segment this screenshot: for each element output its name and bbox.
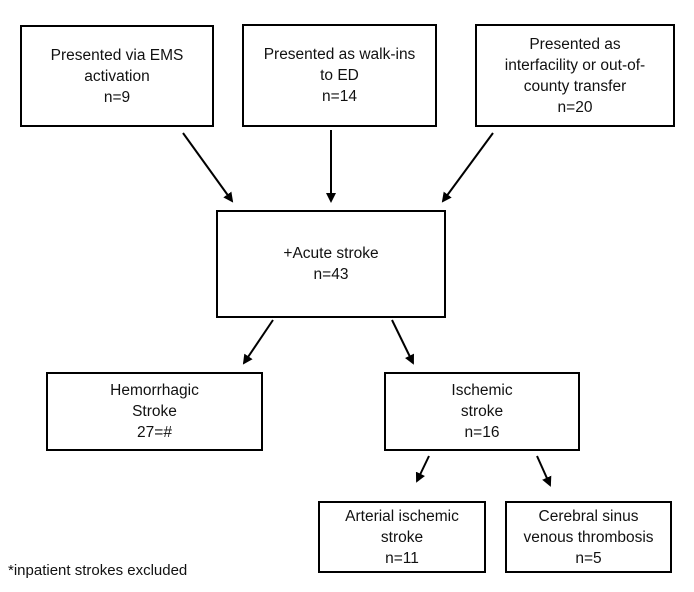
box-acute-line-1: +Acute stroke [283, 245, 379, 262]
box-hemorrhagic-stroke: Hemorrhagic Stroke 27=# [46, 372, 263, 451]
box-ems-line-1: Presented via EMS [50, 46, 184, 64]
box-ems-activation: Presented via EMS activation n=9 [20, 25, 214, 127]
box-transfer: Presented as interfacility or out-of- co… [475, 24, 675, 127]
box-walkin-line-2: to ED [320, 67, 359, 84]
box-arterial-line-1: Arterial ischemic [345, 507, 459, 525]
box-ems-line-2: activation [84, 67, 150, 85]
box-arterial-line-3: n=11 [385, 549, 419, 567]
arrow-ems-to-acute [182, 132, 234, 203]
box-ischemic-line-3: n=16 [464, 424, 500, 441]
box-transfer-line-1: Presented as [529, 35, 621, 53]
box-acute-stroke: +Acute stroke n=43 [216, 210, 446, 318]
box-acute-line-2: n=43 [313, 266, 349, 283]
arrow-acute-to-ischemic [391, 319, 414, 365]
box-ischemic-line-2: stroke [460, 403, 504, 420]
arrow-transfer-to-acute [441, 132, 494, 203]
box-cerebral-sinus-venous-thrombosis: Cerebral sinus venous thrombosis n=5 [505, 501, 672, 573]
box-hemorrhagic-line-1: Hemorrhagic [110, 382, 199, 399]
box-hemorrhagic-line-3: 27=# [137, 424, 172, 441]
arrow-ischemic-to-arterial [415, 455, 430, 483]
box-ischemic-stroke: Ischemic stroke n=16 [384, 372, 580, 451]
box-walkin-line-1: Presented as walk-ins [263, 46, 416, 63]
box-cerebral-line-3: n=5 [575, 549, 602, 567]
box-transfer-line-4: n=20 [557, 98, 593, 116]
box-ischemic-line-1: Ischemic [451, 382, 513, 399]
box-walk-ins: Presented as walk-ins to ED n=14 [242, 24, 437, 127]
box-transfer-line-3: county transfer [523, 77, 627, 95]
footnote: *inpatient strokes excluded [8, 562, 188, 579]
arrow-acute-to-hemorrhagic [242, 319, 274, 365]
box-cerebral-line-1: Cerebral sinus [538, 507, 639, 525]
box-hemorrhagic-line-2: Stroke [132, 403, 177, 420]
box-transfer-line-2: interfacility or out-of- [504, 56, 646, 74]
box-cerebral-line-2: venous thrombosis [523, 528, 654, 546]
box-walkin-line-3: n=14 [322, 88, 357, 105]
box-arterial-line-2: stroke [380, 528, 424, 546]
box-ems-line-3: n=9 [103, 88, 131, 106]
box-arterial-ischemic-stroke: Arterial ischemic stroke n=11 [318, 501, 486, 573]
arrow-ischemic-to-cerebral [536, 455, 552, 487]
